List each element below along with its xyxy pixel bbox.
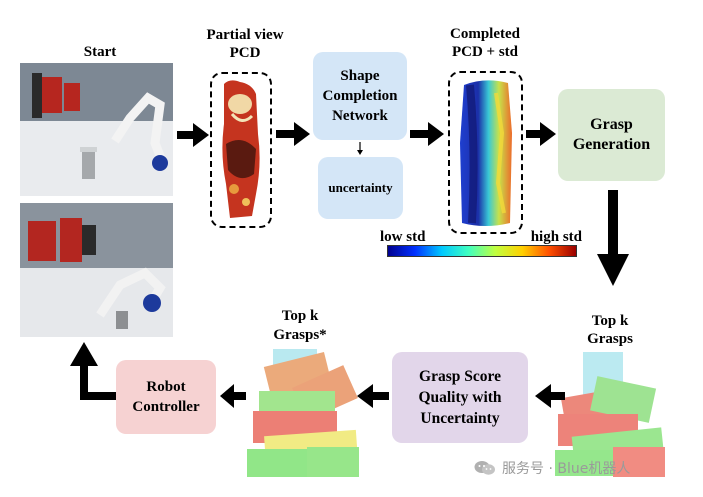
high-std-label: high std (530, 229, 582, 245)
arrow-topk-star-to-controller (220, 384, 246, 408)
pcd-label: PCD (229, 45, 261, 61)
robot-controller-box: Robot Controller (116, 360, 216, 434)
completed-label: Completed (450, 26, 520, 42)
top-k-grasps-visual (555, 352, 665, 477)
pcd-std-label: PCD + std (451, 44, 519, 60)
top-k-right-label-1: Top k (591, 313, 629, 329)
top-k-grasps-star-visual (247, 349, 359, 477)
uncertainty-box: uncertainty (318, 157, 403, 219)
arrow-score-to-topk-star (357, 384, 389, 408)
grasp-score-quality-box: Grasp Score Quality with Uncertainty (392, 352, 528, 443)
top-k-right-label-2: Grasps (587, 331, 633, 347)
shape-completion-network-box: Shape Completion Network (313, 52, 407, 140)
arrow-photo-to-pcd (177, 123, 209, 147)
partial-pcd-frame (210, 72, 272, 228)
wechat-icon (474, 460, 496, 476)
watermark-text: 服务号 · Blue机器人 (502, 461, 631, 477)
start-label: Start (83, 44, 117, 60)
start-photo-top (20, 63, 173, 196)
arrow-pcd-to-network (276, 122, 310, 146)
arrow-completed-to-grasp-gen (526, 122, 556, 146)
partial-view-label: Partial view (206, 27, 284, 43)
arrow-controller-to-start (70, 342, 116, 400)
grasp-generation-box: Grasp Generation (558, 89, 665, 181)
std-colorbar (387, 245, 577, 257)
completed-pcd-frame (448, 71, 523, 234)
watermark: 服务号 · Blue机器人 (474, 458, 694, 478)
small-down-arrow (357, 142, 363, 155)
top-k-left-label-2: Grasps* (273, 327, 327, 343)
low-std-label: low std (380, 229, 426, 245)
arrow-network-to-completed (410, 122, 444, 146)
top-k-left-label-1: Top k (281, 308, 319, 324)
arrow-grasp-gen-down (597, 190, 629, 286)
start-photo-bottom (20, 203, 173, 337)
arrow-topk-to-score (535, 384, 565, 408)
